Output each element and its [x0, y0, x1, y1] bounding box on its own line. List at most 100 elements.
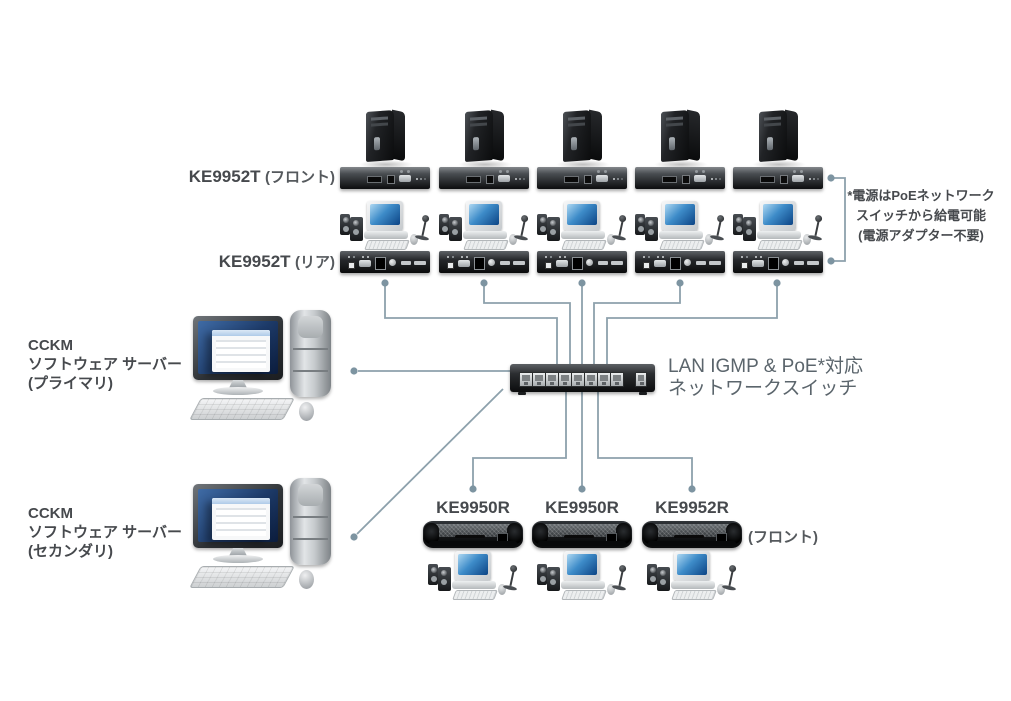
workstation-console-icon	[632, 201, 728, 251]
port-icon	[696, 261, 706, 265]
mouse-icon	[705, 234, 713, 245]
ke9952r-unit	[642, 521, 742, 548]
keyboard-icon	[463, 240, 509, 250]
monitor-base	[213, 387, 263, 395]
workstation-console-icon	[644, 551, 740, 601]
port-icon	[682, 175, 690, 184]
speaker-icon	[743, 217, 756, 241]
cckm-server-icon	[189, 310, 335, 424]
network-switch-icon	[510, 364, 655, 395]
pc-front	[759, 110, 787, 162]
label-network-switch: LAN IGMP & PoE*対応 ネットワークスイッチ	[668, 356, 863, 400]
monitor-base	[757, 231, 801, 239]
vga-port-icon	[596, 175, 608, 182]
model-text: KE9952T	[188, 167, 261, 186]
label-ke9950r-2: KE9950R	[545, 498, 619, 517]
variant-text: (リア)	[295, 254, 335, 271]
mesh-grille	[646, 524, 738, 537]
mouse-icon	[410, 234, 418, 245]
end-cap	[507, 523, 522, 544]
audio-port-icon	[488, 259, 495, 266]
shadow	[752, 160, 806, 169]
tower-panel	[298, 484, 323, 506]
server-tower-icon	[290, 478, 331, 565]
port-icon	[584, 175, 592, 184]
switch-label-line1: LAN IGMP & PoE*対応	[668, 356, 863, 377]
workstation-console-icon	[534, 201, 630, 251]
label-ke9952t-rear: KE9952T (リア)	[115, 251, 335, 272]
speaker-icon	[428, 564, 438, 585]
app-window	[212, 498, 270, 540]
speaker-icon	[340, 214, 350, 235]
monitor-stand	[229, 380, 247, 388]
microphone-icon	[509, 570, 515, 587]
keyboard-icon	[189, 566, 295, 588]
cckm-line2: ソフトウェア サーバー	[28, 356, 183, 373]
base-lip	[429, 541, 517, 546]
poe-note: *電源はPoEネットワーク スイッチから給電可能 (電源アダプター不要)	[846, 186, 996, 246]
port-icon	[598, 261, 608, 265]
foot	[639, 392, 647, 395]
tower-pc-icon	[654, 108, 708, 169]
screen	[665, 204, 695, 225]
workstation-console-icon	[425, 551, 521, 601]
vga-port-icon	[694, 175, 706, 182]
tower-pc-icon	[556, 108, 610, 169]
port-icon	[513, 261, 525, 265]
vga-port-icon	[399, 175, 411, 182]
rj45-port-icon	[768, 257, 779, 270]
port-icon	[455, 535, 485, 538]
monitor-base	[213, 555, 263, 563]
tower-pc-icon	[359, 108, 413, 169]
vga-port-icon	[498, 175, 510, 182]
usb-port-icon	[760, 176, 775, 183]
port-icon	[414, 261, 426, 265]
port-icon	[794, 261, 804, 265]
label-ke9950r-1: KE9950R	[436, 498, 510, 517]
led-icon	[695, 170, 698, 173]
led-icon	[545, 256, 547, 258]
led-icon	[613, 178, 615, 180]
label-cckm-secondary: CCKM ソフトウェア サーバー (セカンダリ)	[28, 504, 182, 561]
foot	[518, 392, 526, 395]
tower-pc-icon	[752, 108, 806, 169]
mesh-grille	[536, 524, 628, 537]
microphone-icon	[618, 570, 624, 587]
port-icon	[709, 261, 721, 265]
speaker-icon	[537, 564, 547, 585]
pc-front	[465, 110, 493, 162]
audio-port-icon	[782, 259, 789, 266]
microphone-icon	[421, 220, 427, 237]
speaker-icon	[645, 217, 658, 241]
pc-front	[366, 110, 394, 162]
ke9952t-front-unit	[340, 167, 430, 189]
ke9952t-front-unit	[733, 167, 823, 189]
workstation-console-icon	[534, 551, 630, 601]
ke9952t-front-unit	[537, 167, 627, 189]
vga-port-icon	[792, 175, 804, 182]
led-icon	[348, 256, 350, 258]
led-icon	[741, 256, 743, 258]
ke9952t-rear-unit	[733, 251, 823, 273]
monitor-icon	[466, 201, 502, 231]
mouse-icon	[717, 584, 725, 595]
keyboard-icon	[364, 240, 410, 250]
cckm-line1: CCKM	[28, 337, 73, 354]
workstation-console-icon	[730, 201, 826, 251]
screen	[370, 204, 400, 225]
led-icon	[793, 170, 796, 173]
vga-port-icon	[458, 260, 470, 267]
end-cap	[424, 523, 439, 544]
port-icon	[348, 262, 355, 269]
port-icon	[447, 262, 454, 269]
uplink-port-icon	[635, 372, 647, 387]
monitor-icon	[193, 316, 283, 380]
shadow	[556, 160, 610, 169]
monitor-base	[463, 231, 507, 239]
cckm-line2: ソフトウェア サーバー	[28, 524, 183, 541]
poe-note-line2: スイッチから給電可能	[855, 208, 986, 223]
end-cap	[533, 523, 548, 544]
port-icon	[486, 175, 494, 184]
server-tower-icon	[290, 310, 331, 397]
